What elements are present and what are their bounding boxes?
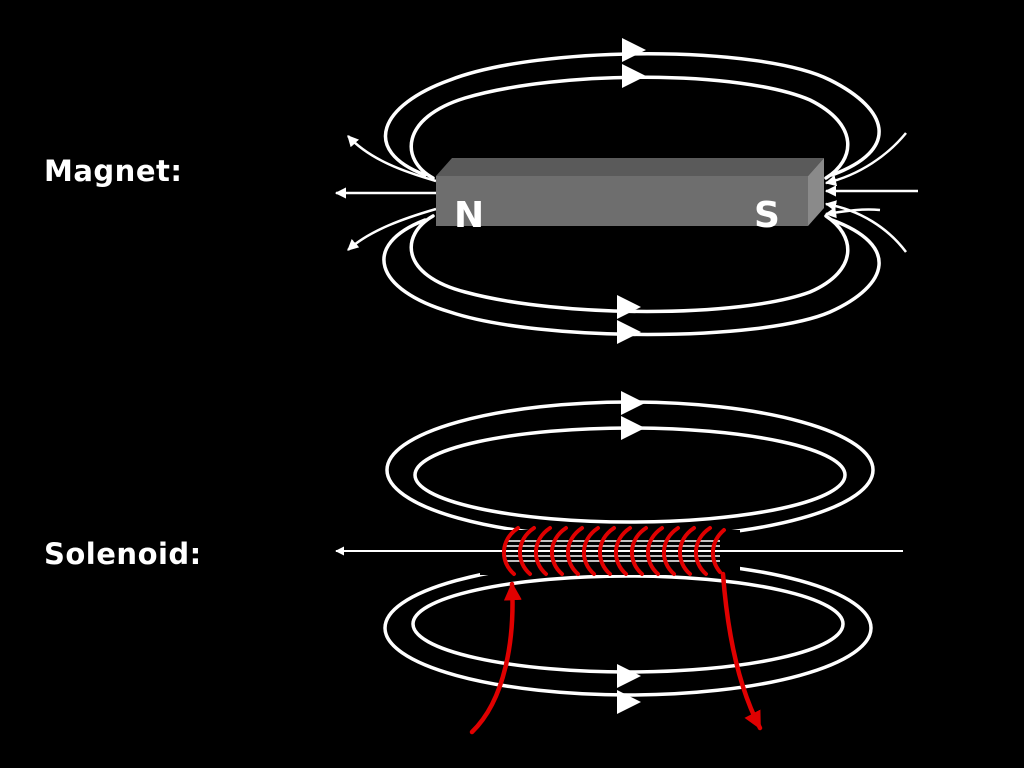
bar-magnet: N S bbox=[436, 158, 824, 236]
solenoid-coil bbox=[502, 526, 726, 576]
current-lead-out bbox=[720, 571, 763, 731]
field-line bbox=[383, 52, 881, 177]
coil-turn bbox=[598, 526, 616, 576]
field-line bbox=[824, 206, 881, 219]
coil-turn bbox=[662, 526, 680, 576]
arrow-icon bbox=[617, 295, 641, 319]
field-line bbox=[411, 574, 845, 674]
arrow-icon bbox=[617, 320, 641, 344]
field-line bbox=[382, 218, 881, 337]
south-pole-label: S bbox=[754, 195, 780, 236]
solenoid-field-arrows bbox=[617, 391, 645, 714]
coil-turn bbox=[582, 526, 600, 576]
magnet-left-field-lines bbox=[334, 135, 437, 251]
magnet-right-field-lines bbox=[824, 132, 918, 253]
arrow-icon bbox=[617, 664, 641, 688]
coil-turn bbox=[646, 526, 664, 576]
coil-turn bbox=[502, 526, 520, 576]
arrow-icon bbox=[621, 391, 645, 415]
magnet-top-face bbox=[436, 158, 824, 176]
field-line bbox=[824, 200, 907, 253]
field-line bbox=[824, 132, 907, 187]
magnet-field-lines bbox=[382, 52, 881, 337]
coil-turn bbox=[614, 526, 632, 576]
field-line bbox=[347, 207, 437, 251]
arrow-icon bbox=[622, 64, 646, 88]
coil-turn bbox=[678, 526, 696, 576]
current-lead-in bbox=[469, 581, 522, 735]
arrow-icon bbox=[622, 38, 646, 62]
magnet-end-face bbox=[808, 158, 824, 226]
coil-turn bbox=[566, 526, 584, 576]
magnet-front-face bbox=[436, 176, 808, 226]
current-leads bbox=[469, 571, 763, 735]
coil-turn bbox=[711, 528, 726, 574]
north-pole-label: N bbox=[454, 195, 484, 236]
field-line bbox=[413, 426, 847, 524]
arrow-icon bbox=[621, 416, 645, 440]
solenoid-label: Solenoid: bbox=[44, 537, 202, 571]
field-line bbox=[409, 214, 850, 314]
coil-turn bbox=[518, 526, 536, 576]
coil-turn bbox=[630, 526, 648, 576]
coil-turn bbox=[534, 526, 552, 576]
field-line bbox=[347, 135, 437, 183]
arrow-icon bbox=[617, 690, 641, 714]
coil-turn bbox=[694, 526, 712, 576]
magnet-field-arrows bbox=[617, 38, 646, 344]
coil-turn bbox=[550, 526, 568, 576]
magnet-label: Magnet: bbox=[44, 154, 183, 188]
